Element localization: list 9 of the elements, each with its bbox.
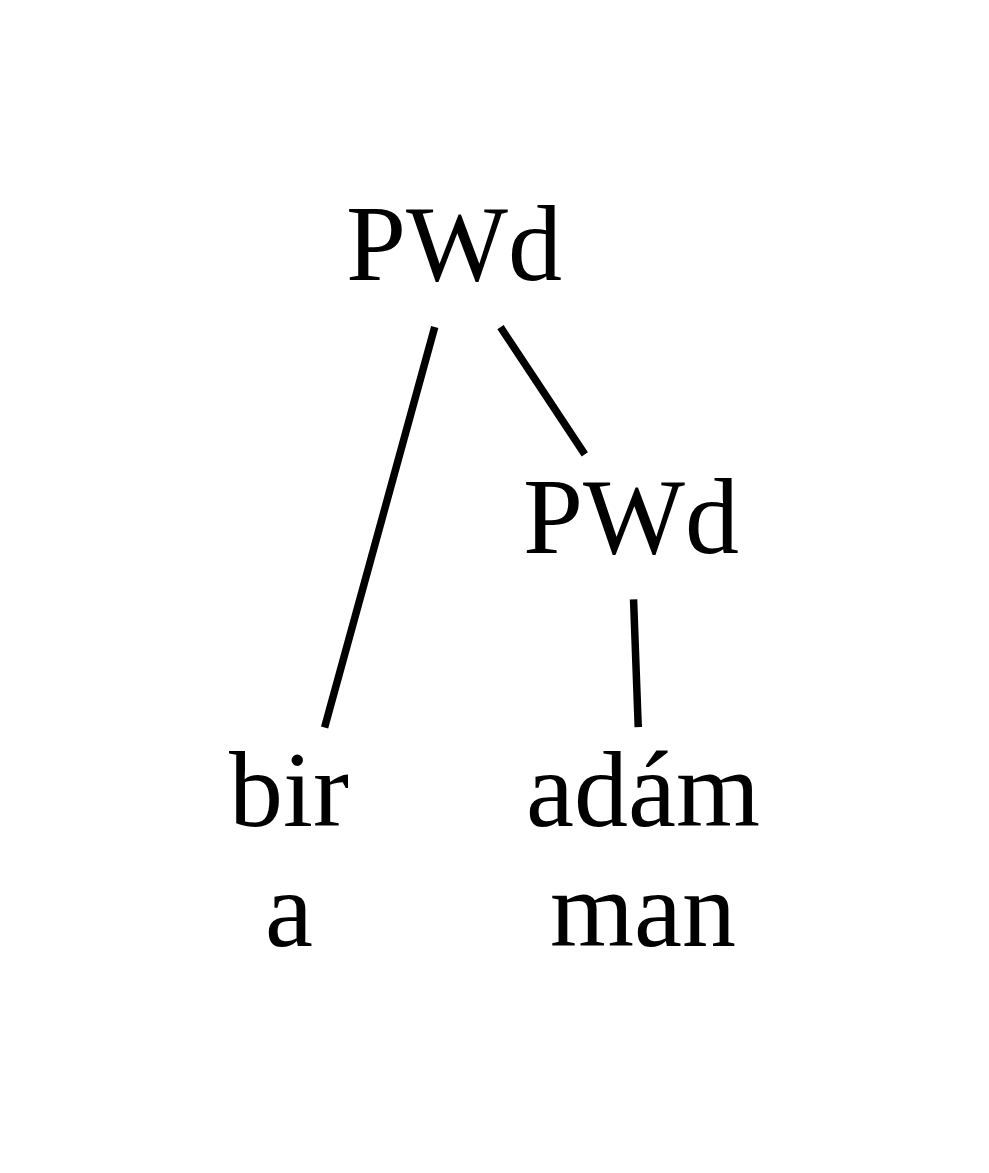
- connector: [629, 598, 642, 727]
- node-text: PWd: [523, 456, 739, 576]
- connector: [320, 325, 439, 729]
- node-label: a: [265, 849, 313, 969]
- node-text: PWd: [346, 183, 562, 303]
- node-label: man: [550, 849, 736, 969]
- node-text: adám: [526, 729, 760, 849]
- connector: [497, 324, 588, 456]
- node-text: bir: [229, 729, 349, 849]
